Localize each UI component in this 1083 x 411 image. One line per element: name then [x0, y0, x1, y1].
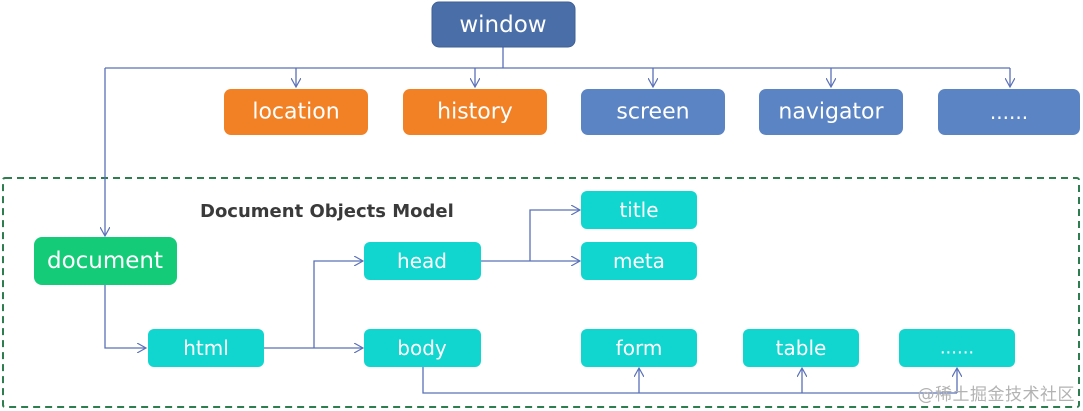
watermark: @稀土掘金技术社区	[917, 385, 1075, 405]
node-html: html	[148, 329, 264, 367]
dom-title: Document Objects Model	[200, 201, 454, 222]
node-window-more-label: ......	[990, 100, 1028, 124]
node-html-label: html	[183, 336, 229, 360]
node-title: title	[581, 191, 697, 229]
node-window-label: window	[459, 12, 546, 38]
node-meta-label: meta	[613, 249, 665, 273]
node-meta: meta	[581, 242, 697, 280]
node-window-more: ......	[938, 89, 1080, 135]
node-navigator: navigator	[759, 89, 903, 135]
dom-boundary	[2, 177, 1080, 408]
node-body-more-label: ......	[940, 338, 974, 359]
node-body-label: body	[397, 336, 447, 360]
node-form: form	[581, 329, 697, 367]
dom-connectors	[104, 210, 957, 394]
node-location-label: location	[252, 100, 339, 125]
node-location: location	[224, 89, 368, 135]
node-table: table	[743, 329, 859, 367]
node-screen: screen	[581, 89, 725, 135]
node-document-label: document	[47, 248, 163, 274]
node-history: history	[403, 89, 547, 135]
node-form-label: form	[616, 336, 663, 360]
node-table-label: table	[776, 336, 827, 360]
node-body-more: ......	[899, 329, 1015, 367]
node-history-label: history	[437, 100, 513, 125]
window-connectors	[105, 47, 1010, 235]
node-navigator-label: navigator	[778, 100, 884, 125]
node-head-label: head	[397, 249, 447, 273]
node-body: body	[364, 329, 481, 367]
node-head: head	[364, 242, 481, 280]
node-title-label: title	[619, 198, 658, 222]
node-window: window	[431, 1, 576, 48]
node-document: document	[34, 237, 177, 285]
node-screen-label: screen	[616, 100, 689, 125]
